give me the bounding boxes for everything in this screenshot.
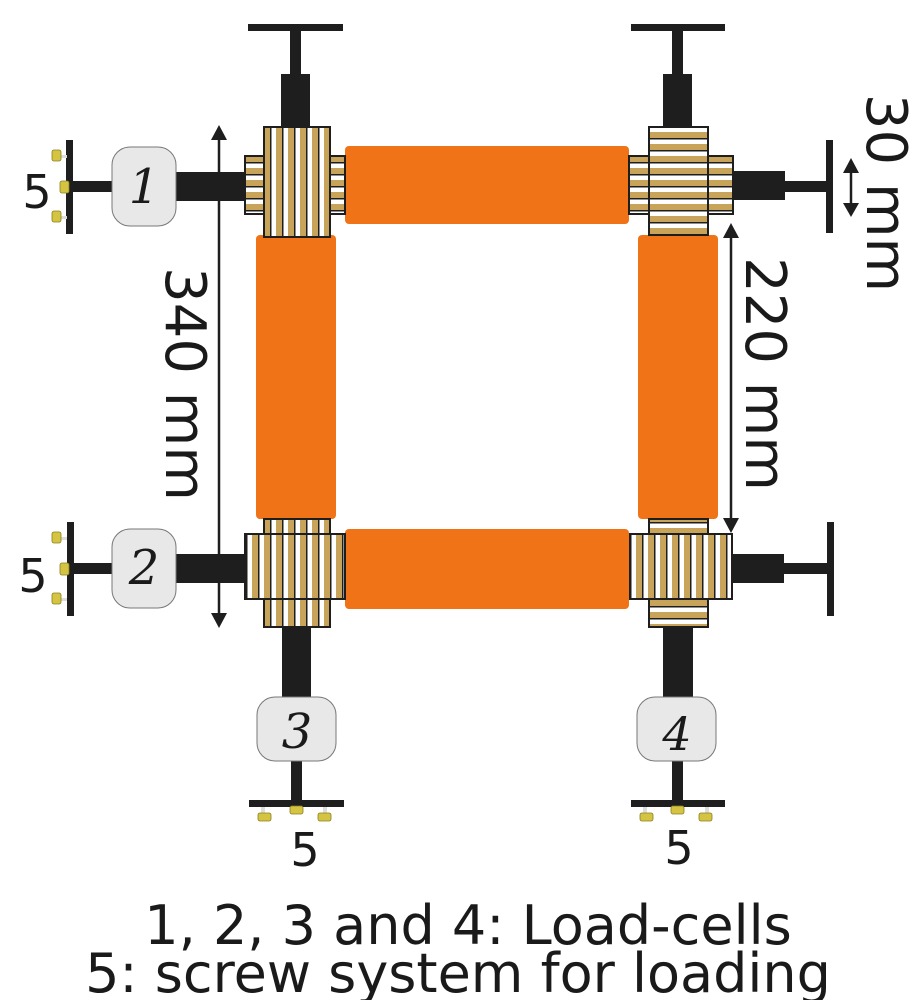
load-cell-3-label: 3: [282, 704, 313, 760]
legend-line-1: 1, 2, 3 and 4: Load-cells: [144, 894, 791, 957]
load-cell-2-label: 2: [128, 540, 160, 596]
arm-top: [345, 146, 629, 224]
screw-icon: [257, 805, 332, 822]
screw-label-bottom-left: 5: [290, 823, 319, 877]
load-cell-3-assembly: 3 5: [249, 627, 344, 877]
dimension-label-30: 30 mm: [853, 94, 916, 292]
arm-right: [638, 235, 718, 519]
arm-bottom: [345, 529, 629, 609]
clamp-bottom-right: [629, 518, 733, 628]
screw-label-left-top: 5: [22, 165, 51, 219]
dimension-220mm: 220 mm: [723, 223, 797, 533]
arm-left: [256, 235, 336, 519]
screw-label-left-bottom: 5: [18, 549, 47, 603]
legend-line-2: 5: screw system for loading: [85, 942, 831, 1000]
load-cell-2: [111, 528, 177, 609]
clamp-top-left: [244, 126, 346, 238]
load-cell-1-label: 1: [129, 159, 160, 215]
load-cell-2-assembly: 2 5: [18, 522, 246, 616]
t-handle-right-top: [733, 140, 833, 233]
t-handle-top-left: [248, 24, 343, 128]
load-cell-3: [256, 696, 337, 762]
load-cell-4: [636, 696, 717, 762]
dimension-30mm: 30 mm: [843, 94, 916, 292]
load-cell-4-assembly: 4 5: [631, 627, 725, 875]
t-handle-top-right: [631, 24, 725, 128]
dimension-label-220: 220 mm: [732, 257, 797, 491]
screw-label-bottom-right: 5: [664, 821, 693, 875]
dimension-340mm: 340 mm: [152, 125, 227, 628]
dimension-label-340: 340 mm: [152, 267, 217, 501]
load-cell-1-assembly: 1 5: [22, 140, 246, 234]
screw-icon: [639, 805, 713, 822]
screw-icon: [51, 149, 70, 223]
load-cell-4-label: 4: [661, 707, 691, 761]
specimen-arms: [256, 146, 718, 609]
legend: 1, 2, 3 and 4: Load-cells 5: screw syste…: [85, 894, 831, 1000]
t-handle-right-bottom: [732, 522, 834, 616]
load-cell-1: [111, 146, 177, 227]
clamp-top-right: [628, 126, 734, 236]
screw-icon: [51, 531, 70, 605]
clamp-bottom-left: [244, 518, 346, 628]
